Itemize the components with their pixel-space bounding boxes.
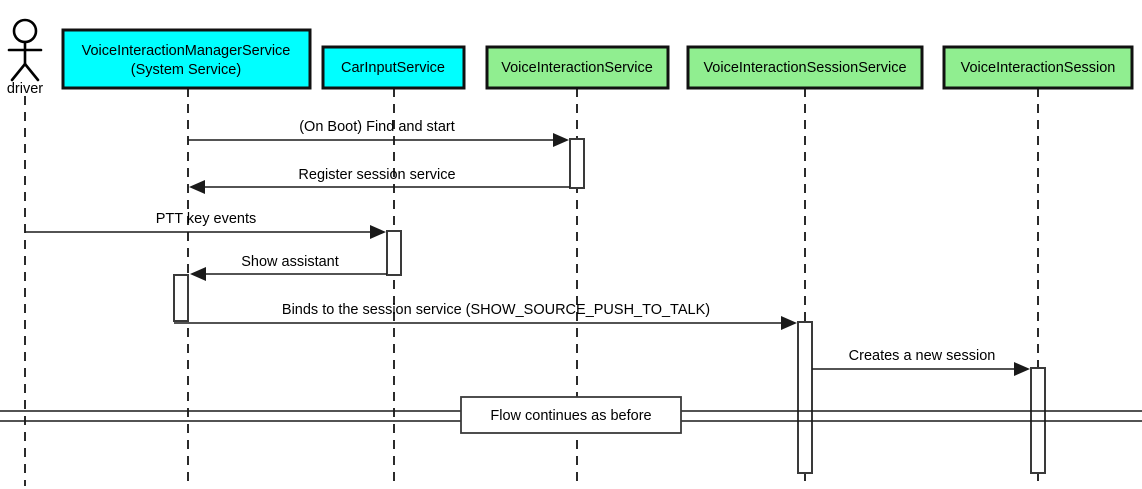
message-arrowhead-register: [189, 180, 205, 194]
message-arrowhead-ptt: [370, 225, 386, 239]
message-ptt-key-events[interactable]: PTT key events: [25, 211, 386, 239]
message-label-creates-a-new-session: Creates a new session: [849, 348, 996, 364]
participant-box-vsession[interactable]: [942, 45, 1134, 90]
message-label-binds-to-session-service: Binds to the session service (SHOW_SOURC…: [282, 302, 710, 318]
message-creates-a-new-session[interactable]: Creates a new session: [812, 348, 1030, 376]
message-label-ptt-key-events: PTT key events: [156, 211, 256, 227]
message-label-on-boot-find-and-start: (On Boot) Find and start: [299, 119, 455, 135]
message-binds-to-session-service[interactable]: Binds to the session service (SHOW_SOURC…: [174, 302, 797, 330]
participant-label-vis: VoiceInteractionService: [501, 60, 653, 76]
message-register-session-service[interactable]: Register session service: [189, 167, 570, 194]
message-arrowhead-show-assistant: [190, 267, 206, 281]
participant-label-cis: CarInputService: [341, 60, 445, 76]
participant-box-viss[interactable]: [686, 45, 924, 90]
message-label-register-session-service: Register session service: [298, 167, 455, 183]
actor-label-driver: driver: [7, 81, 43, 97]
message-label-show-assistant: Show assistant: [241, 254, 339, 270]
message-arrowhead-binds: [781, 316, 797, 330]
participant-label-vims-line1: VoiceInteractionManagerService: [82, 43, 291, 59]
participant-box-vims[interactable]: [61, 28, 312, 90]
participant-carinputservice[interactable]: CarInputService: [321, 45, 466, 90]
flow-divider: Flow continues as before: [0, 396, 1142, 434]
participant-label-vims-line2: (System Service): [131, 62, 241, 78]
actor-leg-right-icon: [23, 62, 40, 82]
divider-label: Flow continues as before: [490, 408, 651, 424]
participant-box-cis[interactable]: [321, 45, 466, 90]
divider-box: [460, 396, 682, 434]
actor-driver[interactable]: driver: [7, 18, 43, 97]
participant-voiceinteractionsessionservice[interactable]: VoiceInteractionSessionService: [686, 45, 924, 90]
activation-voiceinteractionsessionservice: [797, 321, 813, 474]
message-on-boot-find-and-start[interactable]: (On Boot) Find and start: [188, 119, 569, 147]
message-arrowhead-on-boot: [553, 133, 569, 147]
actor-head-icon: [12, 18, 38, 44]
activation-voiceinteractionservice: [569, 138, 585, 189]
message-arrowhead-creates-session: [1014, 362, 1030, 376]
participant-voiceinteractionmanagerservice[interactable]: VoiceInteractionManagerService (System S…: [61, 28, 312, 90]
activation-carinputservice: [386, 230, 402, 276]
actor-leg-left-icon: [10, 62, 27, 82]
participant-voiceinteractionsession[interactable]: VoiceInteractionSession: [942, 45, 1134, 90]
participant-voiceinteractionservice[interactable]: VoiceInteractionService: [485, 45, 670, 90]
message-show-assistant[interactable]: Show assistant: [190, 254, 387, 281]
participant-label-vsession: VoiceInteractionSession: [961, 60, 1116, 76]
activation-voiceinteractionmanagerservice: [173, 274, 189, 322]
participant-label-viss: VoiceInteractionSessionService: [703, 60, 906, 76]
participant-box-vis[interactable]: [485, 45, 670, 90]
